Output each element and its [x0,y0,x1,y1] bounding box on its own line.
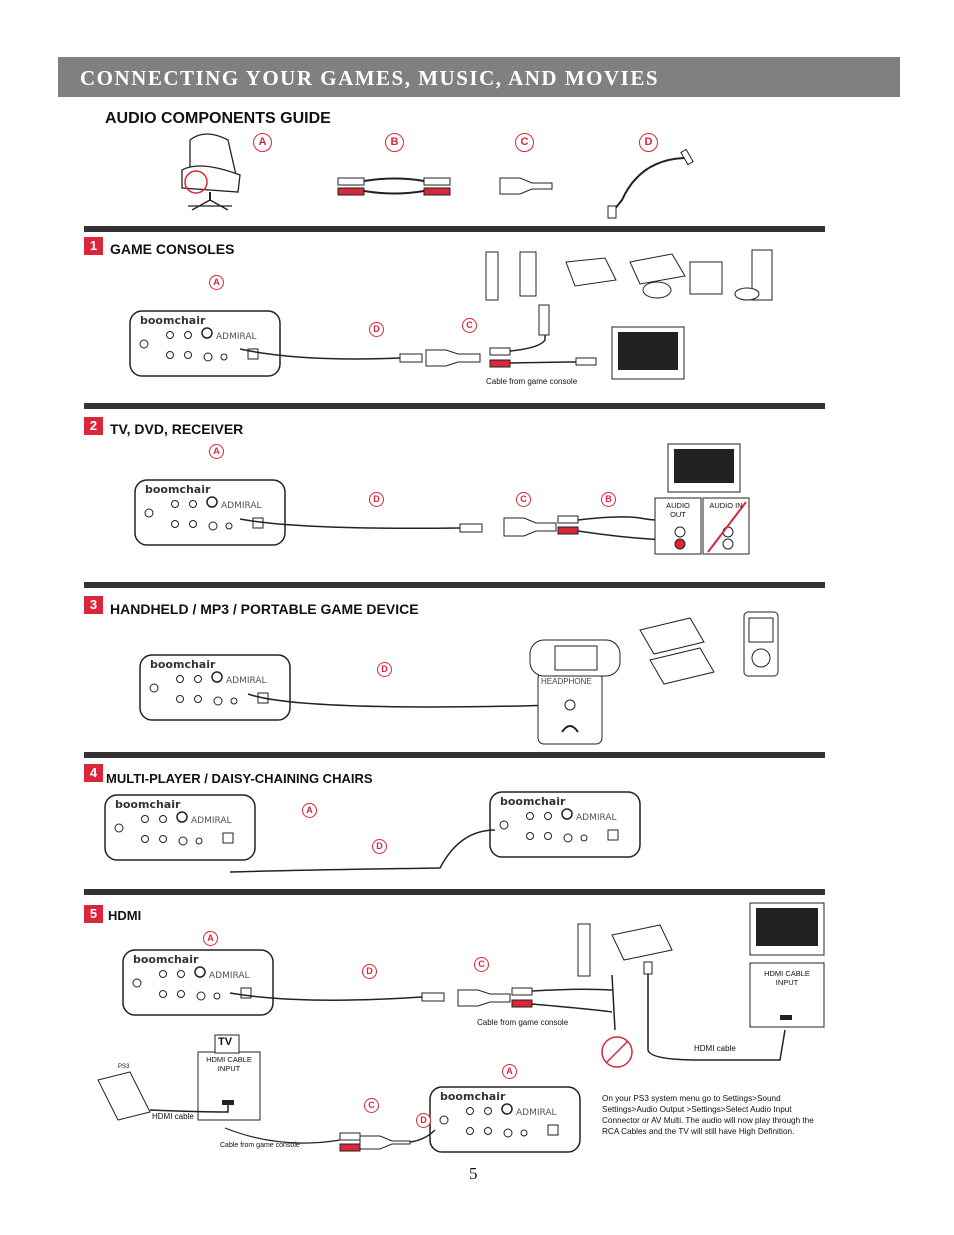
section-5-badge-c: C [474,957,489,972]
section-3-badge-d: D [377,662,392,677]
page-number: 5 [469,1164,478,1183]
hdmi-cable-input-label-2: HDMI CABLE INPUT [206,1055,252,1073]
component-d-badge: D [639,133,658,152]
section-5-cable-caption: Cable from game console [477,1018,569,1027]
component-b-badge: B [385,133,404,152]
ps3-settings-note: On your PS3 system menu go to Settings>S… [602,1094,814,1136]
headphone-label: HEADPHONE [541,677,592,686]
header-banner [58,57,900,97]
guide-title: AUDIO COMPONENTS GUIDE [105,110,331,127]
section-1-title: GAME CONSOLES [110,241,235,257]
section-5-badge-c-2: C [364,1098,379,1113]
aux-cable-illustration [607,148,694,219]
y-adapter-illustration [499,177,553,195]
section-5-number: 5 [84,905,103,923]
section-4-badge-d: D [372,839,387,854]
section-1-badge-d: D [369,322,384,337]
tv-badge: TV [218,1036,233,1048]
component-a-badge: A [253,133,272,152]
section-4-title: MULTI-PLAYER / DAISY-CHAINING CHAIRS [106,771,373,786]
section-5-badge-a: A [203,931,218,946]
section-2-badge-b: B [601,492,616,507]
game-console-icons [485,249,773,301]
section-1-badge-c: C [462,318,477,333]
audio-out-label: AUDIO OUT [666,501,690,519]
section-3-title: HANDHELD / MP3 / PORTABLE GAME DEVICE [110,601,419,617]
chair-illustration [181,133,241,211]
page-title: CONNECTING YOUR GAMES, MUSIC, AND MOVIES [80,66,660,90]
rca-cable-illustration [337,177,451,196]
section-5-title: HDMI [108,908,142,923]
section-5-badge-a-2: A [502,1064,517,1079]
hdmi-cable-label: HDMI cable [694,1044,736,1053]
hdmi-cable-input-label: HDMI CABLE INPUT [764,969,810,987]
audio-in-label: AUDIO IN [709,501,743,510]
handheld-device-icons [529,611,779,685]
section-1-badge-a: A [209,275,224,290]
section-2-title: TV, DVD, RECEIVER [110,421,244,437]
section-1-number: 1 [84,237,103,255]
section-5-badge-d-2: D [416,1113,431,1128]
section-2-badge-d: D [369,492,384,507]
ps3-label: PS3 [118,1064,130,1070]
hdmi-cable-label-2: HDMI cable [152,1112,194,1121]
section-2-number: 2 [84,417,103,435]
section-4-number: 4 [84,764,103,782]
section-2-badge-c: C [516,492,531,507]
section-1-cable-caption: Cable from game console [486,377,578,386]
section-4-badge-a: A [302,803,317,818]
section-2-badge-a: A [209,444,224,459]
section-5-cable-caption-2: Cable from game console [220,1142,300,1149]
component-c-badge: C [515,133,534,152]
section-5-badge-d: D [362,964,377,979]
section-3-number: 3 [84,596,103,614]
